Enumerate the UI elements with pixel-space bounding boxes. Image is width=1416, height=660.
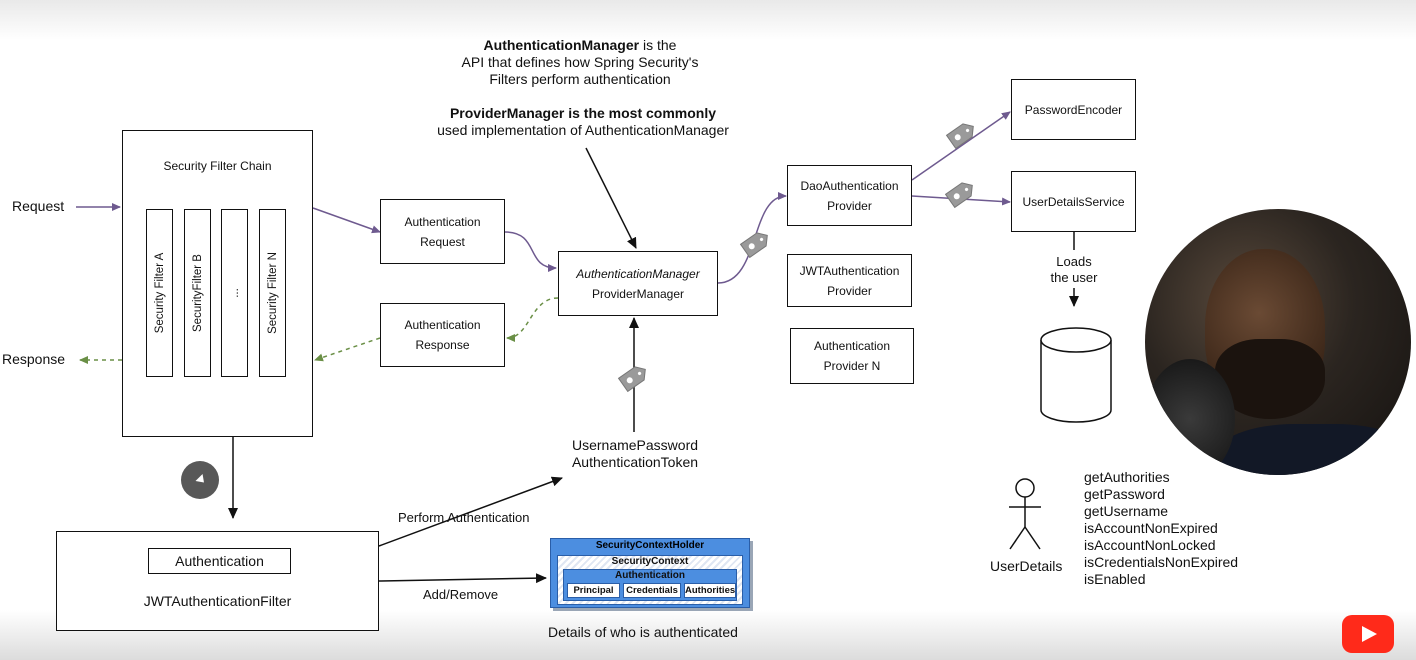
annotation-line-4: ProviderManager is the most commonly bbox=[449, 105, 717, 121]
context-title: SecurityContext bbox=[611, 556, 689, 567]
security-filter-n: Security Filter N bbox=[259, 209, 286, 377]
dao-to-encoder-arrow bbox=[911, 111, 1011, 181]
jwt-authentication-filter-box bbox=[56, 531, 379, 631]
response-to-chain-arrow bbox=[314, 337, 381, 362]
stick-figure-icon bbox=[1009, 478, 1041, 550]
method-item: isEnabled bbox=[1084, 571, 1146, 587]
box-line: DaoAuthentication bbox=[800, 178, 899, 193]
add-remove-arrow bbox=[378, 573, 547, 584]
annotation-line-3: Filters perform authentication bbox=[489, 71, 671, 87]
manager-impl: ProviderManager bbox=[591, 286, 685, 301]
method-item: getPassword bbox=[1084, 486, 1165, 502]
security-filter-ellipsis: ... bbox=[221, 209, 248, 377]
microphone bbox=[1145, 359, 1235, 475]
principal-cell: Principal bbox=[567, 583, 620, 598]
filter-label: ... bbox=[228, 288, 241, 298]
add-remove-label: Add/Remove bbox=[423, 587, 499, 602]
box-line: Provider N bbox=[823, 359, 881, 373]
jwt-inner-authentication: Authentication bbox=[148, 548, 291, 574]
password-encoder-box: PasswordEncoder bbox=[1011, 79, 1136, 140]
filter-chain-title: Security Filter Chain bbox=[163, 159, 272, 173]
jwt-provider-box: JWTAuthentication Provider bbox=[787, 254, 912, 307]
key-tag-icon bbox=[944, 182, 973, 209]
jwt-filter-name: JWTAuthenticationFilter bbox=[143, 593, 292, 609]
perform-authentication-label: Perform Authentication bbox=[398, 510, 530, 525]
chain-to-request-arrow bbox=[312, 207, 381, 234]
youtube-icon[interactable] bbox=[1342, 615, 1394, 653]
loads-user-label: Loads the user bbox=[1040, 254, 1108, 286]
filter-label: Security Filter N bbox=[266, 252, 279, 334]
token-line: UsernamePassword bbox=[571, 437, 699, 453]
security-context-holder: SecurityContextHolder SecurityContext Au… bbox=[550, 538, 750, 608]
context-auth-title: Authentication bbox=[615, 570, 685, 581]
box-line: JWTAuthentication bbox=[799, 263, 900, 278]
provider-manager-box: AuthenticationManager ProviderManager bbox=[558, 251, 718, 316]
presenter-webcam bbox=[1145, 209, 1411, 475]
annotation-bold-1: AuthenticationManager bbox=[483, 37, 640, 53]
key-tag-icon bbox=[945, 123, 974, 150]
authentication-request-box: Authentication Request bbox=[380, 199, 505, 264]
response-label: Response bbox=[2, 351, 66, 367]
loads-line: the user bbox=[1050, 270, 1098, 285]
box-line: PasswordEncoder bbox=[1024, 102, 1123, 117]
database-icon bbox=[1040, 327, 1112, 423]
security-filter-b: SecurityFilter B bbox=[184, 209, 211, 377]
box-line: Provider bbox=[827, 283, 872, 298]
security-context: SecurityContext Authentication Principal… bbox=[557, 555, 743, 605]
presenter-shirt bbox=[1215, 424, 1411, 475]
token-line: AuthenticationToken bbox=[571, 454, 699, 470]
annotation-line-2: API that defines how Spring Security's bbox=[461, 54, 699, 70]
box-line: Authentication bbox=[404, 214, 481, 229]
token-label: UsernamePassword AuthenticationToken bbox=[560, 437, 710, 471]
annotation-line-1: is the bbox=[639, 37, 677, 53]
method-item: isAccountNonLocked bbox=[1084, 537, 1216, 553]
authorities-cell: Authorities bbox=[684, 583, 736, 598]
dao-provider-box: DaoAuthentication Provider bbox=[787, 165, 912, 226]
method-item: getAuthorities bbox=[1084, 469, 1170, 485]
authentication-response-box: Authentication Response bbox=[380, 303, 505, 367]
loads-line: Loads bbox=[1056, 254, 1092, 269]
method-item: isAccountNonExpired bbox=[1084, 520, 1218, 536]
method-item: isCredentialsNonExpired bbox=[1084, 554, 1239, 570]
box-line: Authentication bbox=[175, 553, 264, 569]
manager-annotation: AuthenticationManager is the API that de… bbox=[430, 37, 730, 88]
manager-interface: AuthenticationManager bbox=[576, 266, 700, 281]
holder-title: SecurityContextHolder bbox=[595, 540, 705, 551]
user-details-methods: getAuthorities getPassword getUsername i… bbox=[1084, 469, 1238, 588]
credentials-cell: Credentials bbox=[623, 583, 681, 598]
perform-auth-arrow bbox=[378, 476, 563, 547]
box-line: Response bbox=[415, 338, 470, 352]
provider-n-box: Authentication Provider N bbox=[790, 328, 914, 384]
request-label: Request bbox=[12, 198, 65, 214]
box-line: UserDetailsService bbox=[1022, 194, 1125, 209]
security-filter-a: Security Filter A bbox=[146, 209, 173, 377]
key-tag-icon bbox=[739, 232, 768, 259]
annotation-line-5: used implementation of AuthenticationMan… bbox=[437, 122, 729, 138]
cursor-icon bbox=[181, 461, 219, 499]
box-line: Authentication bbox=[813, 339, 891, 353]
box-line: Request bbox=[420, 234, 465, 249]
manager-to-response-arrow bbox=[506, 297, 559, 342]
user-details-service-box: UserDetailsService bbox=[1011, 171, 1136, 232]
user-details-label: UserDetails bbox=[990, 558, 1063, 574]
filter-label: Security Filter A bbox=[153, 252, 166, 334]
filter-label: SecurityFilter B bbox=[191, 254, 204, 332]
box-line: Provider bbox=[827, 198, 872, 213]
box-line: Authentication bbox=[404, 318, 481, 332]
top-shade bbox=[0, 0, 1416, 40]
context-caption: Details of who is authenticated bbox=[548, 624, 738, 640]
key-tag-icon bbox=[617, 366, 646, 393]
provider-annotation: ProviderManager is the most commonly use… bbox=[418, 105, 748, 139]
request-to-manager-arrow bbox=[504, 231, 557, 272]
annotation-arrow bbox=[585, 147, 637, 249]
context-authentication: Authentication Principal Credentials Aut… bbox=[563, 569, 737, 601]
method-item: getUsername bbox=[1084, 503, 1169, 519]
